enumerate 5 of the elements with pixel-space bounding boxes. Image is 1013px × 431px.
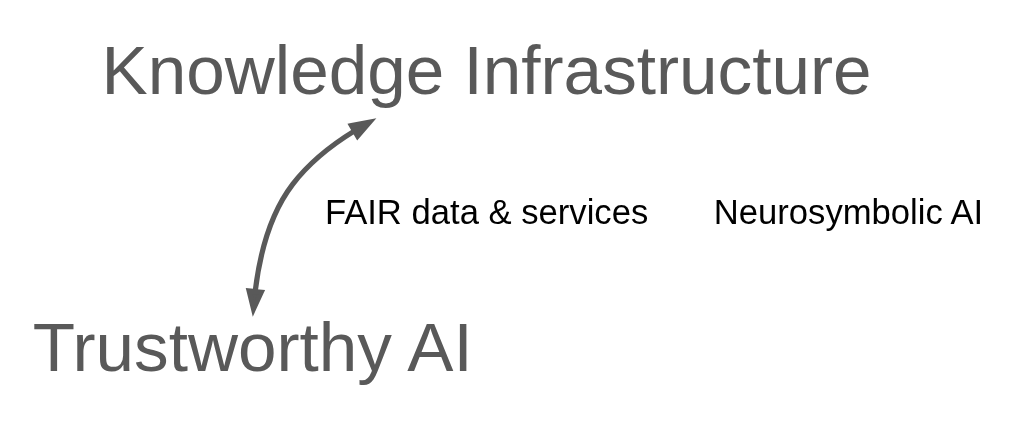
label: FAIR data & services: [324, 193, 649, 232]
node-text: Trustworthy AI: [32, 308, 473, 387]
label: Neurosymbolic AI: [713, 193, 984, 232]
node-text: Knowledge Infrastructure: [101, 31, 872, 110]
arrow: [245, 118, 377, 317]
